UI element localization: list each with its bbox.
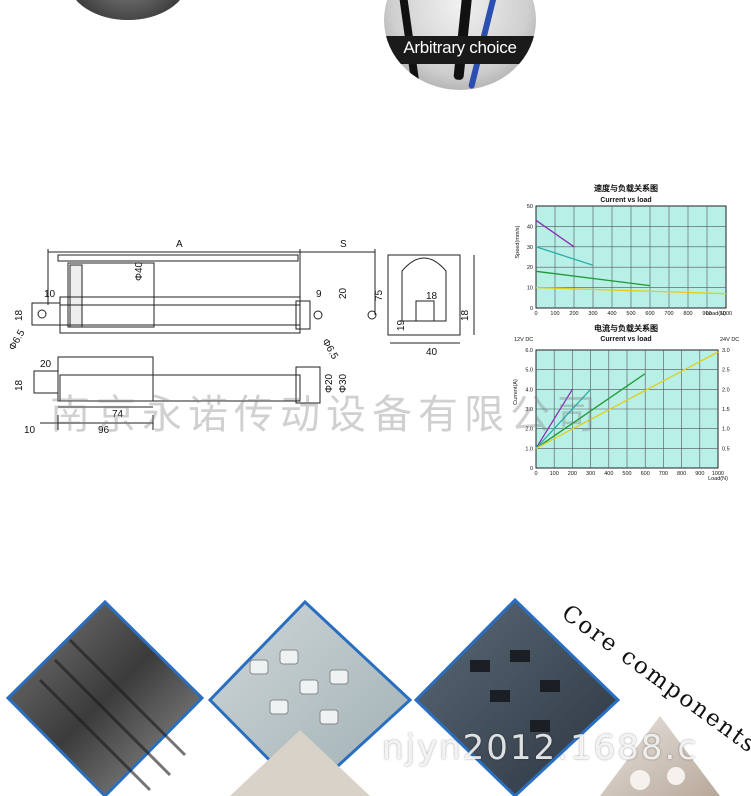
x-tick-label: 600: [645, 311, 654, 317]
switches-photo: [413, 597, 621, 796]
chart2-ylabel: Current(A): [513, 379, 519, 405]
dim-10-top: 10: [44, 289, 56, 300]
x-tick-label: 100: [550, 311, 559, 317]
x-tick-label: 700: [659, 471, 668, 477]
dim-75: 75: [374, 289, 385, 301]
y-tick-label: 20: [527, 265, 533, 271]
series-line-green: [535, 373, 646, 449]
x-tick-label: 1000: [712, 471, 724, 477]
y-tick-label: 30: [527, 245, 533, 251]
y2-tick-label: 1.0: [722, 427, 730, 433]
x-tick-label: 0: [534, 311, 537, 317]
y2-tick-label: 2.5: [722, 368, 730, 374]
x-tick-label: 300: [586, 471, 595, 477]
x-tick-label: 500: [622, 471, 631, 477]
dim-phi6-5-right: Φ6.5: [319, 337, 340, 362]
x-tick-label: 200: [569, 311, 578, 317]
x-tick-label: 800: [683, 311, 692, 317]
dim-20-bottom: 20: [40, 359, 52, 370]
y2-tick-label: 1.5: [722, 407, 730, 413]
y-tick-label: 0: [530, 466, 533, 472]
dim-line-A: [57, 254, 299, 262]
series-line-purple: [535, 388, 573, 449]
photo-bottom-right: [600, 716, 720, 796]
chart1-xlabel: Load(N): [706, 311, 726, 317]
x-tick-label: 900: [702, 311, 711, 317]
y2-tick-label: 3.0: [722, 348, 730, 354]
chart2-right-axis-label: 24V DC: [720, 337, 739, 343]
x-tick-label: 1000: [720, 311, 732, 317]
y2-tick-label: 0.5: [722, 446, 730, 452]
dim-18-bottom: 18: [14, 379, 25, 391]
current-load-chart: 电流与负载关系图 Current vs load 12V DC 24V DC C…: [513, 323, 739, 482]
chart2-left-axis-label: 12V DC: [514, 337, 533, 343]
chart2-xlabel: Load(N): [708, 476, 728, 482]
cable-photo: Arbitrary choice: [384, 0, 536, 90]
y-tick-label: 2.0: [525, 427, 533, 433]
y-tick-label: 3.0: [525, 407, 533, 413]
series-line-purple: [535, 219, 575, 248]
series-line-yellow: [535, 351, 719, 449]
chart1-subtitle: Current vs load: [600, 197, 651, 204]
chart2-subtitle: Current vs load: [600, 336, 651, 343]
badge-label: Arbitrary choice: [403, 38, 517, 57]
x-tick-label: 0: [534, 471, 537, 477]
chart2-title: 电流与负载关系图: [594, 323, 658, 333]
x-tick-label: 500: [626, 311, 635, 317]
dim-phi30: Φ30: [338, 373, 349, 393]
x-tick-label: 200: [568, 471, 577, 477]
dim-S: S: [340, 239, 347, 250]
x-tick-label: 400: [604, 471, 613, 477]
dim-20-side: 20: [338, 287, 349, 299]
gears-photo: [207, 599, 413, 796]
series-line-yellow: [535, 286, 727, 295]
x-tick-label: 300: [588, 311, 597, 317]
company-watermark: 南京永诺传动设备有限公司: [50, 392, 602, 438]
choice-banner: [384, 36, 536, 64]
y-tick-label: 1.0: [525, 446, 533, 452]
dimension-drawing: A S Φ40 10 9 20 75 18 Φ6.5 Φ6.5 18 19 18…: [7, 239, 475, 436]
site-watermark: njyn2012.1688.c: [382, 728, 699, 768]
dim-10-bottom: 10: [24, 425, 36, 436]
x-tick-label: 600: [641, 471, 650, 477]
dim-96: 96: [98, 425, 110, 436]
dim-A: A: [176, 239, 183, 250]
x-tick-label: 900: [695, 471, 704, 477]
x-tick-label: 800: [677, 471, 686, 477]
y-tick-label: 4.0: [525, 387, 533, 393]
y-tick-label: 50: [527, 204, 533, 210]
dim-18-left: 18: [14, 309, 25, 321]
dim-18-bracket-right: 18: [460, 309, 471, 321]
dim-phi6-5-left: Φ6.5: [7, 328, 28, 353]
dim-phi40: Φ40: [134, 261, 145, 281]
lead-screws-photo: [5, 599, 205, 796]
dim-18-bracket-top: 18: [426, 291, 438, 302]
chart1-title: 速度与负载关系图: [594, 183, 658, 193]
motor-housing: [67, 262, 155, 328]
y2-tick-label: 2.0: [722, 387, 730, 393]
actuator-tube: [59, 296, 301, 334]
y-tick-label: 0: [530, 306, 533, 312]
speed-load-chart: 速度与负载关系图 Current vs load Speed(mm/s) Loa…: [515, 183, 732, 317]
dim-40: 40: [426, 347, 438, 358]
dim-phi20: Φ20: [324, 373, 335, 393]
series-line-cyan: [535, 388, 592, 449]
series-line-cyan: [535, 246, 594, 266]
actuator-photo-left: [68, 0, 188, 20]
dim-19: 19: [396, 319, 407, 331]
x-tick-label: 400: [607, 311, 616, 317]
y-tick-label: 6.0: [525, 348, 533, 354]
dim-9: 9: [316, 289, 322, 300]
components-collage: [5, 597, 720, 796]
y-tick-label: 40: [527, 224, 533, 230]
dim-74: 74: [112, 409, 124, 420]
series-line-green: [535, 270, 651, 287]
x-tick-label: 700: [664, 311, 673, 317]
y-tick-label: 10: [527, 286, 533, 292]
chart1-ylabel: Speed(mm/s): [515, 225, 521, 258]
y-tick-label: 5.0: [525, 368, 533, 374]
x-tick-label: 100: [550, 471, 559, 477]
photo-bottom-mid: [230, 730, 370, 796]
